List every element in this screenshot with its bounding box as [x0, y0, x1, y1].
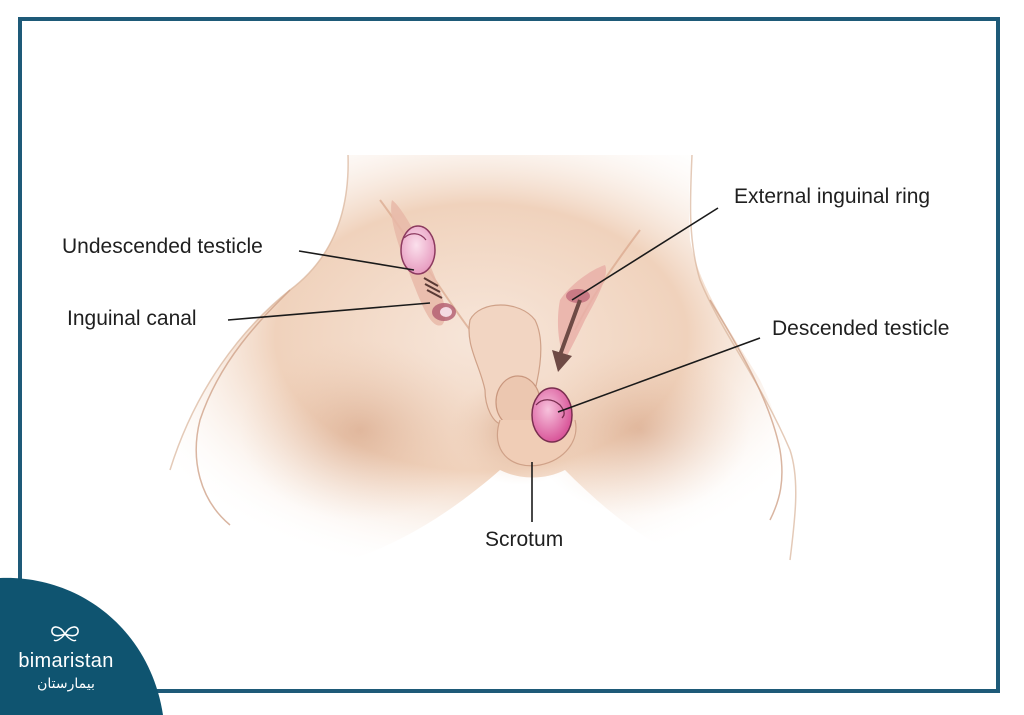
- label-scrotum: Scrotum: [485, 528, 564, 551]
- label-external-inguinal-ring: External inguinal ring: [734, 185, 931, 208]
- label-inguinal-canal: Inguinal canal: [67, 307, 197, 330]
- leader-external-ring: [571, 207, 719, 301]
- butterfly-icon: [51, 626, 79, 642]
- leader-descended: [557, 337, 761, 413]
- label-descended-testicle: Descended testicle: [772, 317, 950, 340]
- descended-testicle-shape: [531, 387, 573, 443]
- genital-shape: [468, 304, 577, 467]
- leader-inguinal-canal: [227, 302, 431, 321]
- undescended-testicle-shape: [391, 200, 456, 326]
- logo-name: bimaristan: [18, 650, 114, 672]
- logo-arabic: بيمارستان: [37, 676, 95, 692]
- leader-lines: [227, 207, 761, 522]
- label-undescended-testicle: Undescended testicle: [62, 235, 263, 258]
- leader-undescended: [298, 250, 415, 271]
